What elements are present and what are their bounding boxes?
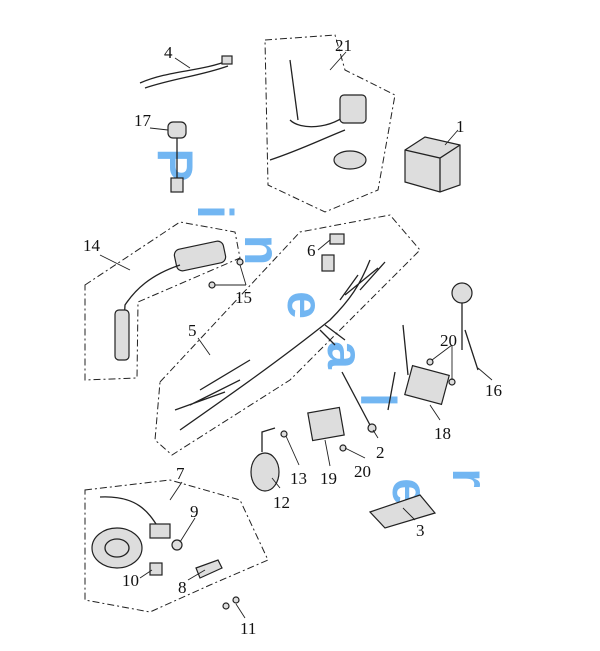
label-19: 19: [320, 469, 337, 488]
watermark-letter: n: [234, 235, 290, 266]
part-21-ring: [333, 150, 367, 170]
watermark-letter: e: [277, 291, 333, 319]
part-9-washer: [171, 539, 183, 551]
watermark-letter: r: [442, 468, 498, 487]
label-21: 21: [335, 36, 352, 55]
label-14: 14: [83, 236, 101, 255]
part-10-block: [149, 562, 163, 576]
part-16-wire: [461, 303, 479, 371]
label-10: 10: [122, 571, 139, 590]
leader-lines: [99, 51, 493, 619]
part-12-horn: [250, 452, 280, 492]
part-7-stator-hub: [104, 538, 130, 558]
label-1: 1: [456, 117, 465, 136]
watermark-letter: P: [147, 148, 203, 181]
label-16: 16: [485, 381, 502, 400]
part-4-connector: [221, 55, 233, 65]
label-20b: 20: [354, 462, 371, 481]
label-20a: 20: [440, 331, 457, 350]
bolt-13: [280, 430, 288, 438]
part-14-lead: [121, 264, 181, 361]
part-19-cdi: [307, 406, 345, 442]
part-12-bracket: [261, 427, 276, 452]
watermark-letter: a: [317, 341, 373, 370]
part-2-rod: [341, 371, 371, 426]
label-2: 2: [376, 443, 385, 462]
part-1-battery: [404, 136, 461, 193]
label-17: 17: [134, 111, 152, 130]
bolt-15a: [236, 258, 244, 266]
part-16-switch: [451, 282, 473, 304]
part-14-coil: [173, 240, 227, 272]
watermark-letter: i: [187, 205, 243, 219]
part-1-edges: [404, 144, 461, 192]
part-5-harness: [174, 259, 386, 431]
group-outline-21: [264, 34, 396, 213]
group-outline-7: [84, 479, 269, 613]
label-6: 6: [307, 241, 316, 260]
part-8-clamp: [195, 559, 223, 579]
label-8: 8: [178, 578, 187, 597]
part-5-connector: [321, 254, 335, 272]
label-18: 18: [434, 424, 451, 443]
label-12: 12: [273, 493, 290, 512]
group-outline-14: [84, 221, 241, 381]
part-2-end: [367, 423, 377, 433]
label-4: 4: [164, 43, 173, 62]
label-5: 5: [188, 321, 197, 340]
label-15: 15: [235, 288, 252, 307]
part-17-switch: [167, 121, 187, 139]
bolt-11a: [222, 602, 230, 610]
part-17-plug: [170, 177, 184, 193]
watermark-letter: l: [350, 393, 406, 407]
part-3-plate: [368, 494, 437, 529]
bolt-11b: [232, 596, 240, 604]
bolt-15b: [208, 281, 216, 289]
label-7: 7: [176, 464, 185, 483]
part-7-grommet: [149, 523, 171, 539]
part-21-cable: [269, 59, 351, 161]
part-6-cover: [329, 233, 345, 245]
label-13: 13: [290, 469, 307, 488]
bolt-20a: [426, 358, 434, 366]
part-14-cap: [114, 309, 130, 361]
label-3: 3: [416, 521, 425, 540]
group-outline-5: [154, 214, 421, 456]
part-18-wires: [387, 324, 409, 411]
part-4-cable: [139, 59, 231, 89]
part-18-regulator: [404, 364, 450, 406]
part-21-switch: [339, 94, 367, 124]
label-11: 11: [240, 619, 256, 638]
label-9: 9: [190, 502, 199, 521]
part-7-stator: [91, 527, 143, 569]
